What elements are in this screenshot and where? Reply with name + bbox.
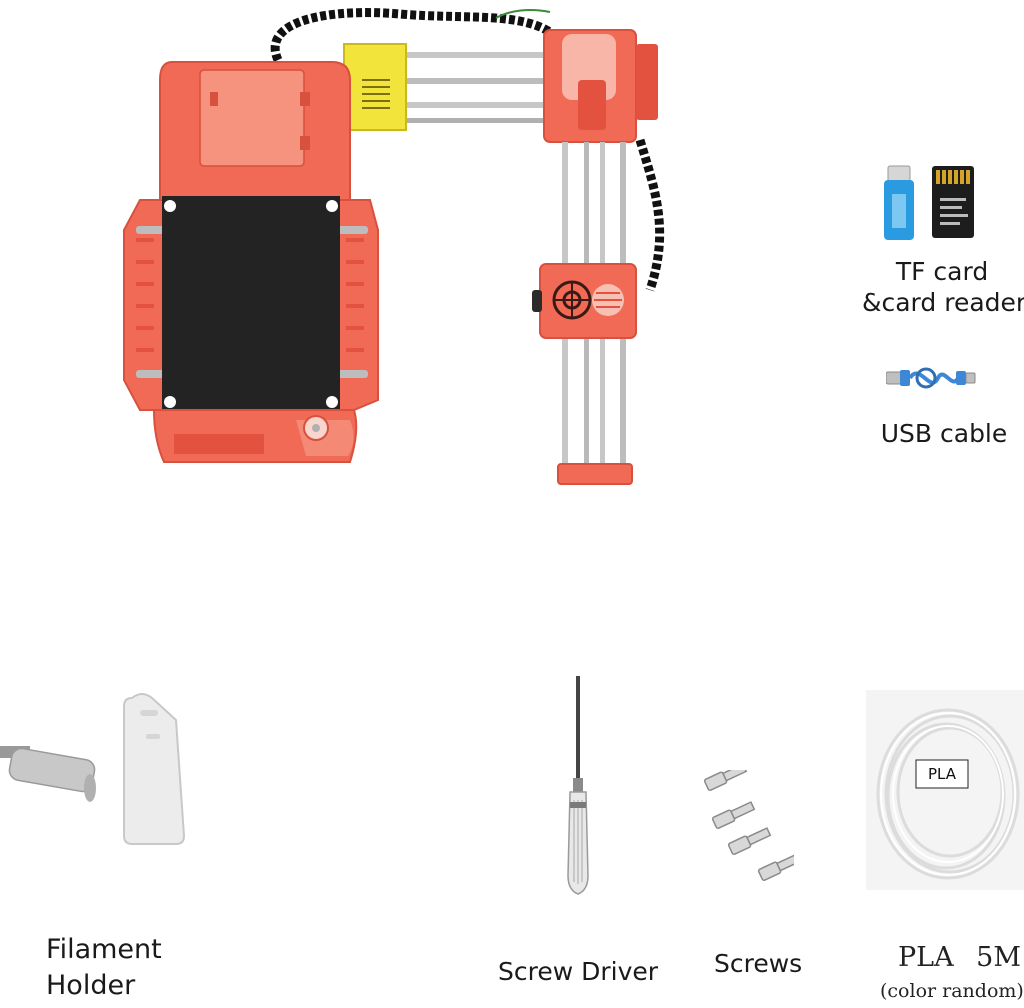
pla-label-line1: PLA 5M [898, 942, 1022, 973]
filament-holder-label-line2: Holder [46, 970, 136, 1001]
pla-filament-coil-icon [876, 708, 1020, 880]
screw-driver-label: Screw Driver [498, 957, 659, 986]
tf-card-reader-item [884, 164, 984, 244]
printer-illustration [110, 0, 670, 500]
usb-cable-icon [886, 367, 976, 389]
filament-holder-item [0, 690, 200, 860]
tf-card-label-line2: &card reader [862, 288, 1024, 317]
printer-icon [123, 8, 665, 485]
tf-card-label: TF card &card reader [862, 256, 1024, 318]
tf-card-label-line1: TF card [895, 257, 989, 286]
screws-label: Screws [714, 949, 803, 978]
screws-icon [703, 770, 794, 881]
screwdriver-icon [567, 676, 589, 895]
pla-filament-item: PLA [866, 690, 1024, 890]
screws-item [694, 770, 794, 894]
filament-holder-label-line1: Filament [46, 934, 162, 965]
filament-holder-label: Filament Holder [46, 932, 162, 1004]
usb-cable-item [886, 360, 976, 396]
filament-holder-icon [0, 693, 186, 845]
card-reader-icon [884, 165, 974, 240]
screwdriver-item [556, 676, 602, 900]
pla-coil-tag: PLA [927, 765, 956, 783]
pla-label-line2: (color random) [880, 980, 1024, 1002]
usb-cable-label: USB cable [880, 419, 1008, 448]
